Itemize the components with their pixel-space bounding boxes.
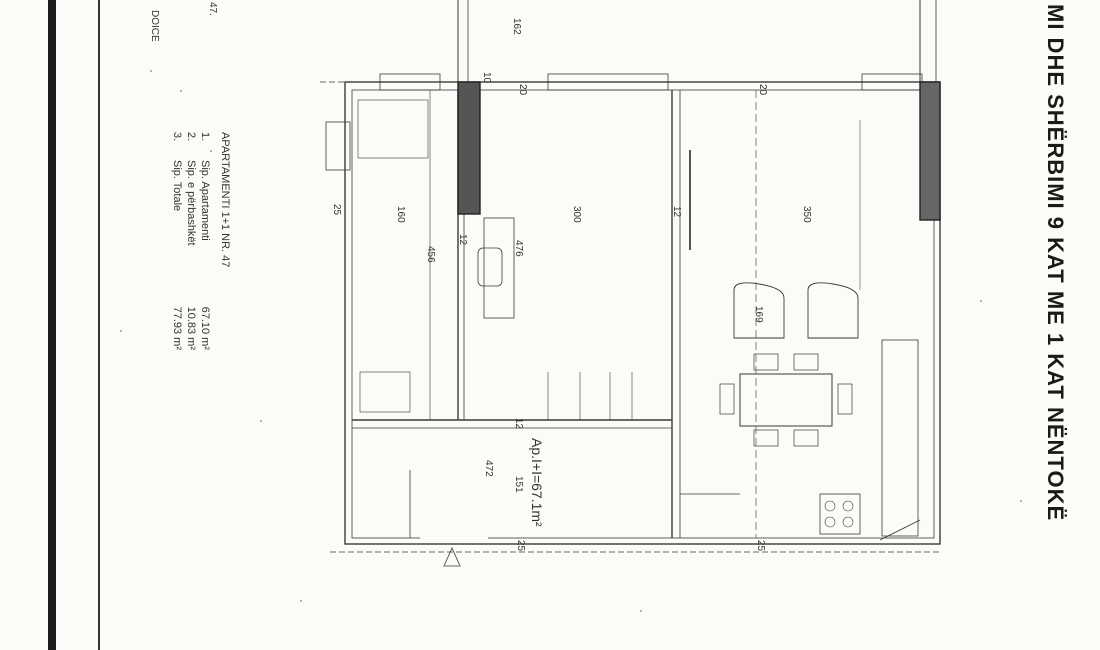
- kitchen-counter: [881, 339, 919, 537]
- column: [457, 81, 481, 215]
- dim-label: 25: [331, 204, 342, 216]
- binder-strip: [48, 0, 56, 650]
- cooktop: [819, 493, 861, 535]
- dim-label: 12: [457, 234, 468, 246]
- armchair: [733, 282, 785, 339]
- chair: [477, 247, 503, 287]
- dim-label: 476: [513, 240, 524, 257]
- dining-table: [739, 373, 833, 427]
- desk: [483, 217, 515, 319]
- dim-label: 151: [513, 476, 524, 493]
- dim-label: 300: [571, 206, 582, 223]
- entrance-marker: [443, 547, 461, 567]
- inner-wall-line: [351, 89, 935, 539]
- outer-wall: [344, 81, 941, 545]
- dim-label: 25: [515, 540, 526, 552]
- dim-label: 20: [757, 84, 768, 96]
- dim-label: 169: [753, 306, 764, 323]
- dim-label: 472: [483, 460, 494, 477]
- armchair: [807, 282, 859, 339]
- bath-fixture: [325, 121, 351, 171]
- dim-label: 350: [801, 206, 812, 223]
- dim-label: 12: [513, 418, 524, 430]
- window: [379, 73, 441, 91]
- sink: [359, 371, 411, 413]
- dim-label: 160: [395, 206, 406, 223]
- dim-label: 20: [517, 84, 528, 96]
- apartment-label: Ap.I+I=67.1m²: [529, 438, 545, 527]
- dim-label: 456: [425, 246, 436, 263]
- dim-label: 25: [755, 540, 766, 552]
- dim-label: 10: [481, 72, 492, 84]
- column: [919, 81, 941, 221]
- binder-edge-line: [98, 0, 100, 650]
- dim-label: 162: [511, 18, 522, 35]
- window: [547, 73, 669, 91]
- bathtub: [357, 99, 429, 159]
- dim-label: 12: [671, 206, 682, 218]
